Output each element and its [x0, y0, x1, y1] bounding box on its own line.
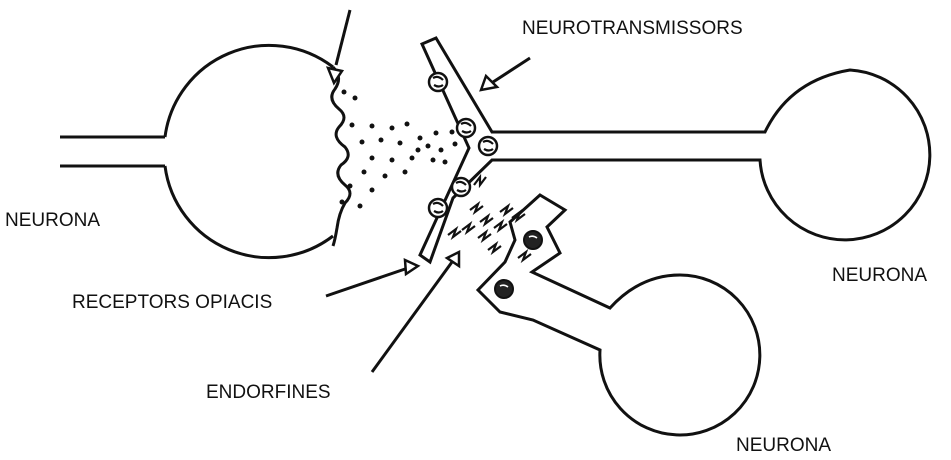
membrane-pointer: [328, 10, 350, 83]
opiate-receptors-arrow: [326, 260, 418, 296]
neurotransmitters-label: NEUROTRANSMISSORS: [522, 18, 743, 40]
neurotransmitter-dots: [340, 90, 458, 209]
neurotransmitters-arrow: [481, 58, 530, 90]
endorphins-label: ENDORFINES: [206, 382, 331, 404]
neuron-bottom-label: NEURONA: [736, 435, 831, 457]
vesicles-right: [429, 73, 497, 217]
left-neuron: [60, 45, 350, 257]
bottom-neuron: [478, 195, 760, 435]
neuron-left-label: NEURONA: [5, 210, 100, 232]
endorphins-arrow: [372, 252, 459, 372]
opiate-receptors-label: RECEPTORS OPIACIS: [72, 292, 272, 314]
neuron-right-label: NEURONA: [832, 265, 927, 287]
